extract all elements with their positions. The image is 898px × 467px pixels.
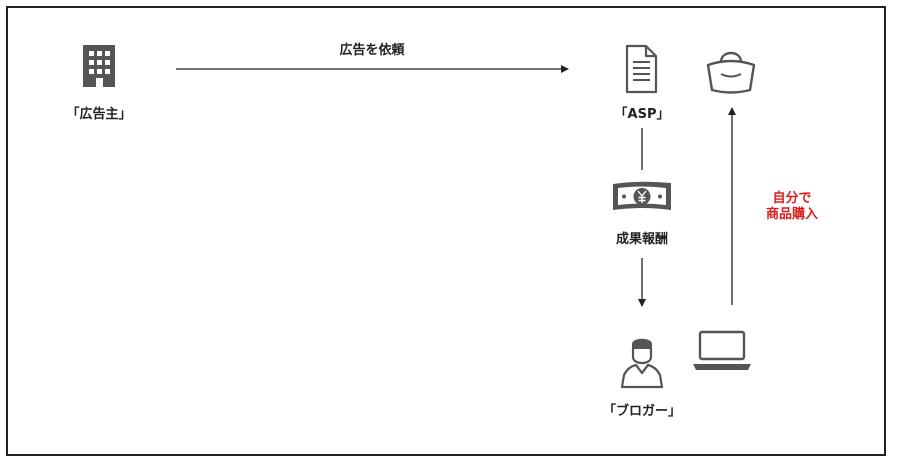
yen-banknote-icon (613, 181, 671, 210)
shopping-bag-icon (706, 51, 756, 94)
reward-label: 成果報酬 (616, 231, 668, 247)
person-icon (620, 338, 664, 389)
diagram-frame (6, 6, 886, 456)
purchase-label-line1: 自分で (772, 190, 811, 206)
blogger-label: 「ブロガー」 (603, 403, 681, 419)
document-icon (625, 44, 658, 94)
request-label: 広告を依頼 (339, 42, 405, 58)
building-icon (83, 45, 115, 87)
asp-label: 「ASP」 (615, 106, 670, 122)
purchase-label-line2: 商品購入 (766, 206, 818, 222)
laptop-icon (693, 330, 751, 370)
advertiser-label: 「広告主」 (66, 106, 131, 122)
